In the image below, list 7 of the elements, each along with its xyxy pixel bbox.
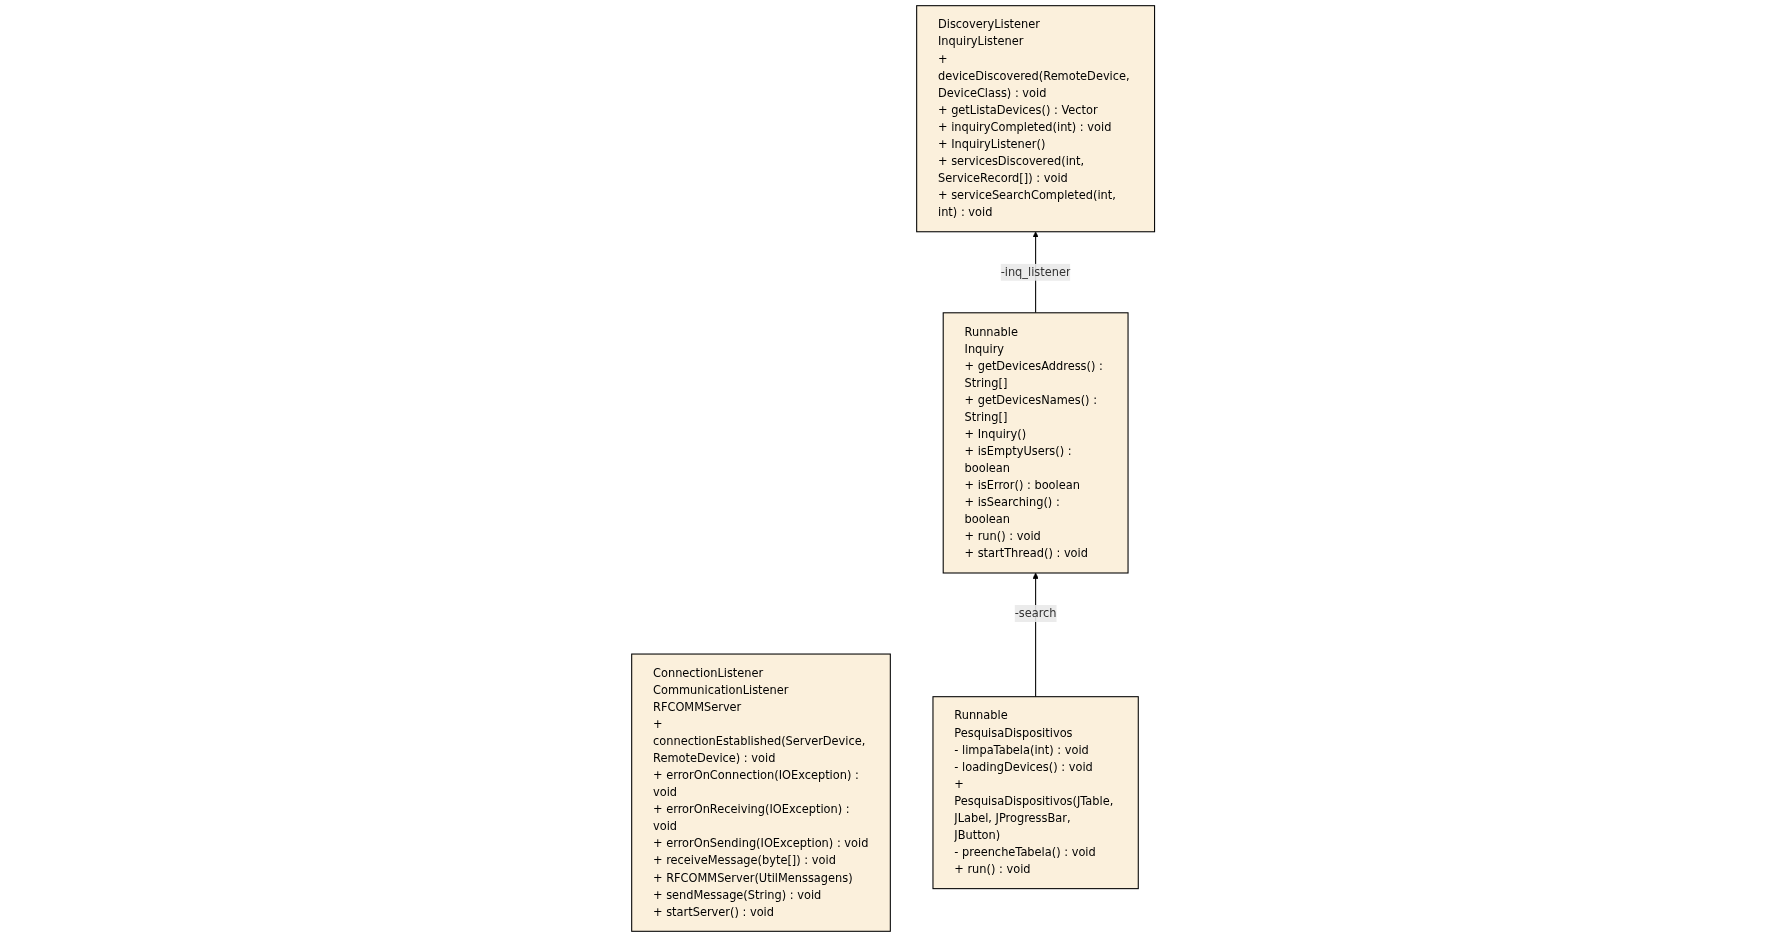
node-box: ConnectionListener CommunicationListener RFCOMMServer + connectionEstablished(ServerDevice, RemoteDevice) : void + errorOnConnection(IOException) : void + errorOnReceiving(IOException) : void + errorOnSending(IOException) : void + receiveMessage(byte[]) : void + RFCOMMServer(UtilMenssagens) + sendMessage(String) : void + startServer() : void xyxy=(631,653,891,932)
node-box: DiscoveryListener InquiryListener + deviceDiscovered(RemoteDevice, DeviceClass) : void + getListaDevices() : Vector + inquiryCompleted(int) : void + InquiryListener() + servicesDiscovered(int, ServiceRecord[]) : void + serviceSearchCompleted(int, int) : void xyxy=(916,5,1155,233)
node-box: Runnable Inquiry + getDevicesAddress() : String[] + getDevicesNames() : String[] + Inquiry() + isEmptyUsers() : boolean + isError() : boolean + isSearching() : boolean + run() : void + startThread() : void xyxy=(942,312,1129,574)
edge-label: -inq_listener xyxy=(1000,265,1071,279)
arrow xyxy=(1032,572,1039,698)
node-box: Runnable PesquisaDispositivos - limpaTabela(int) : void - loadingDevices() : void + PesquisaDispositivos(JTable, JLabel, JProgressBar, JButton) - preencheTabela() : void + run() : void xyxy=(932,696,1139,890)
edge-label: -search xyxy=(1014,606,1057,620)
